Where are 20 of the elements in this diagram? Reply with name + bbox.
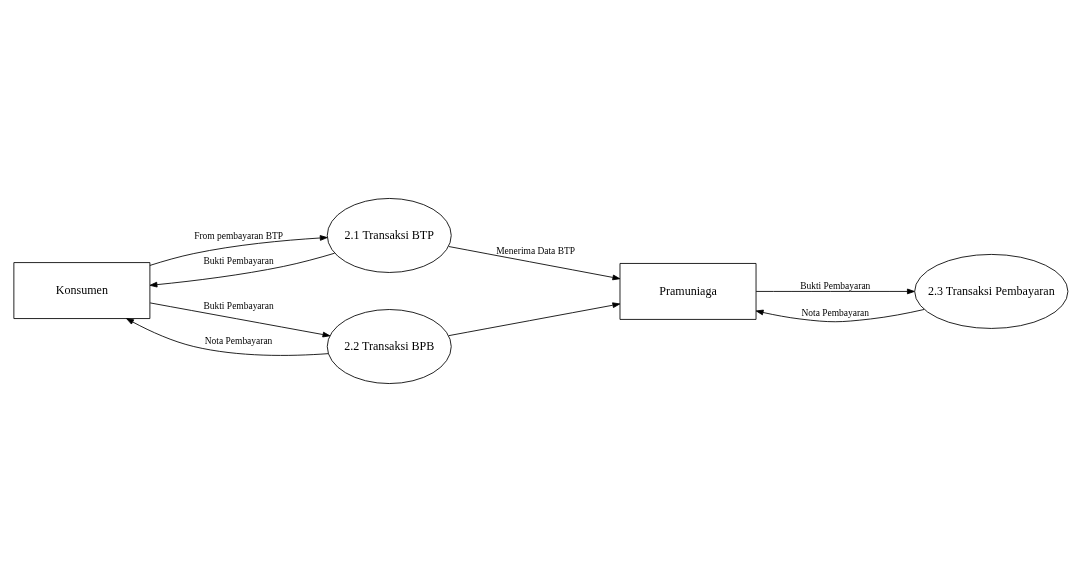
edge-label: Bukti Pembayaran bbox=[203, 255, 274, 266]
node-ellipse: 2.3 Transaksi Pembayaran bbox=[914, 253, 1069, 329]
arrow bbox=[448, 301, 621, 336]
arrow bbox=[448, 245, 621, 280]
node-ellipse: 2.1 Transaksi BTP bbox=[326, 197, 452, 273]
edge-label: Menerima Data BTP bbox=[496, 245, 576, 256]
edge-label: Bukti Pembayaran bbox=[800, 280, 871, 291]
node-ellipse: 2.2 Transaksi BPB bbox=[326, 308, 452, 384]
edge-label: From pembayaran BTP bbox=[194, 230, 284, 241]
node-box: Konsumen bbox=[13, 261, 151, 319]
edge-label: Nota Pembayaran bbox=[204, 335, 273, 346]
node-box: Pramuniaga bbox=[619, 262, 757, 320]
arrow bbox=[755, 288, 915, 294]
arrow bbox=[126, 317, 329, 356]
arrow bbox=[755, 308, 925, 322]
arrow bbox=[149, 302, 331, 337]
arrow bbox=[149, 252, 335, 287]
arrow bbox=[149, 234, 328, 266]
edge-label: Nota Pembayaran bbox=[801, 307, 870, 318]
edge-label: Bukti Pembayaran bbox=[203, 300, 274, 311]
